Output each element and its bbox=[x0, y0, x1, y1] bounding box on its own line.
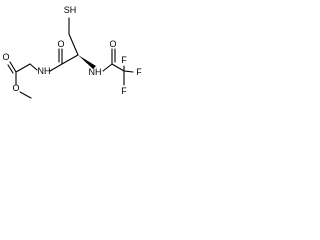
atom-label-sh: SH bbox=[64, 5, 77, 15]
stereo-wedge-bond bbox=[78, 55, 96, 69]
bond-ch2-calpha bbox=[68, 33, 79, 56]
bond-c-o-ester-2 bbox=[7, 64, 14, 74]
atom-label-o-ester-carbonyl: O bbox=[2, 52, 9, 62]
atom-label-f-bottom: F bbox=[121, 86, 127, 96]
atom-label-f-right: F bbox=[136, 67, 142, 77]
bond-nh-ch2-gly bbox=[29, 63, 38, 71]
atom-label-f-top: F bbox=[121, 55, 127, 65]
atom-label-o-amide-left: O bbox=[57, 39, 64, 49]
atom-label-nh-left: NH bbox=[38, 66, 51, 76]
atom-label-o-amide-right: O bbox=[109, 39, 116, 49]
bond-o-ch3 bbox=[19, 91, 32, 99]
bond-lines bbox=[7, 17, 134, 99]
atom-label-o-ester: O bbox=[12, 83, 19, 93]
bond-c-cf3 bbox=[111, 63, 125, 72]
bond-cf3-f-right bbox=[123, 70, 134, 73]
bond-ch2-c-ester bbox=[15, 63, 31, 73]
bond-nh-c-amide-right bbox=[102, 63, 113, 72]
bond-calpha-c-amide bbox=[61, 54, 79, 65]
molecule-structure: SH O NH O O NH O F F F bbox=[2, 5, 142, 99]
bond-c-o-ester-1 bbox=[9, 61, 17, 73]
atom-label-nh-right: NH bbox=[89, 67, 102, 77]
bond-c-nh-left bbox=[49, 63, 63, 72]
